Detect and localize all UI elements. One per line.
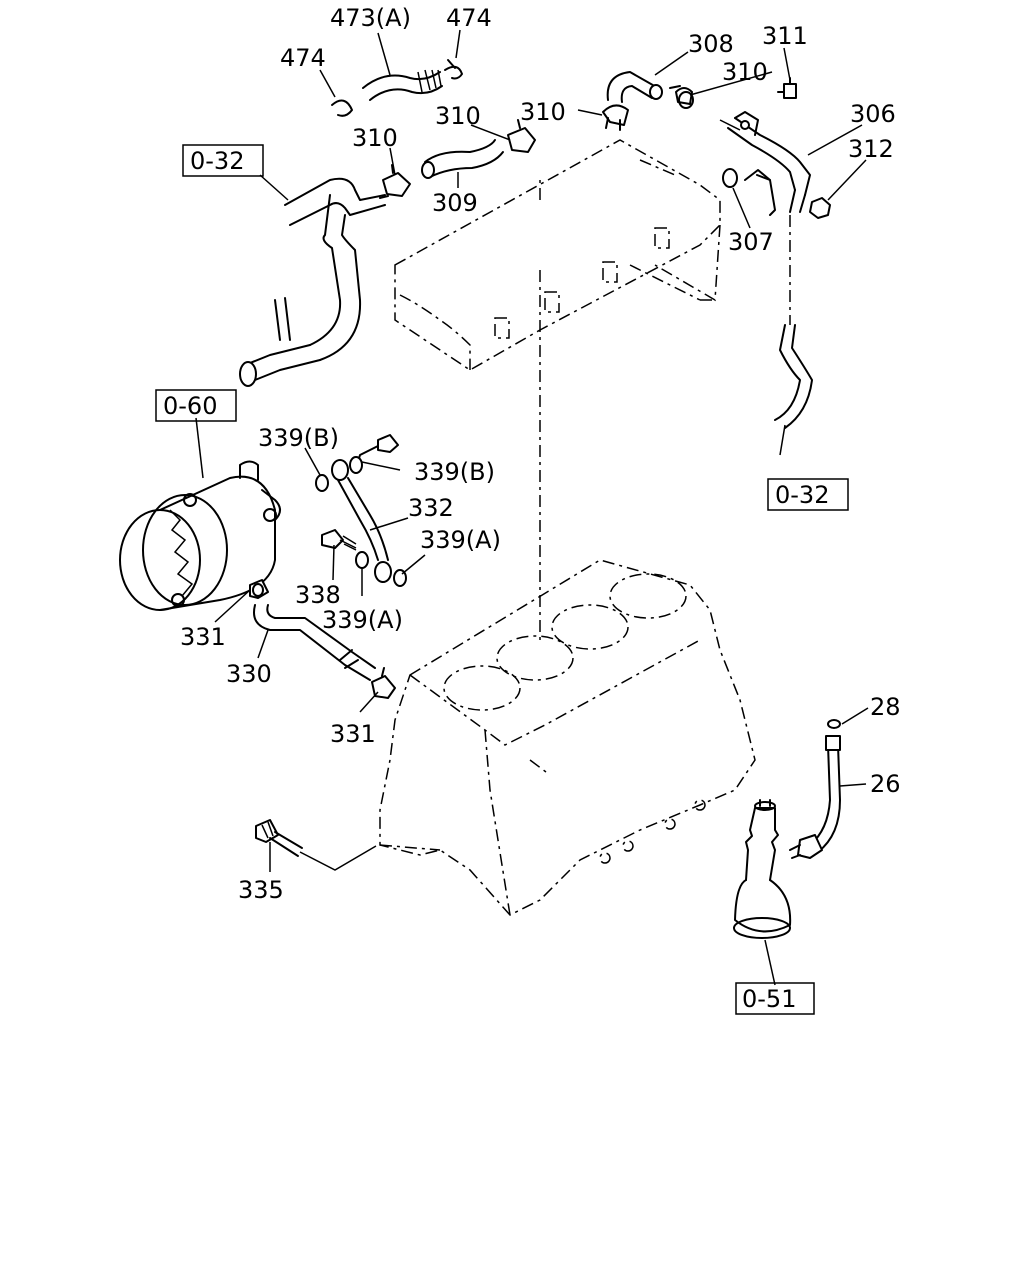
hose-473a [362,69,443,101]
callout-312: 312 [848,135,894,163]
callout-474-top: 474 [446,4,492,32]
pipe-332 [331,459,392,583]
stud-335 [255,819,303,857]
callout-26: 26 [870,770,901,798]
cylinder-block [379,559,756,916]
callout-310-a: 310 [722,58,768,86]
hose-308 [606,71,663,103]
callout-28: 28 [870,693,901,721]
clip-331-left [249,579,269,599]
o-ring-307 [722,168,738,188]
vacuum-pump-assembly [119,460,281,611]
clip-310-b [669,85,694,109]
bolt-338 [321,529,357,551]
callout-474-left: 474 [280,44,326,72]
callout-311: 311 [762,22,808,50]
callout-339b-right: 339(B) [414,458,495,486]
hose-309 [421,139,504,179]
callout-473a: 473(A) [330,4,411,32]
oil-level-pipe-26 [789,735,841,859]
callout-335: 335 [238,876,284,904]
callout-307: 307 [728,228,774,256]
svg-text:0-51: 0-51 [742,985,796,1013]
bolt-311 [777,77,797,99]
callout-310-b: 310 [520,98,566,126]
svg-text:0-60: 0-60 [163,392,217,420]
callout-339a-right: 339(A) [420,526,501,554]
cylinder-head [394,139,721,371]
ref-box-060: 0-60 [155,389,237,422]
svg-text:0-32: 0-32 [190,147,244,175]
clip-331-bottom [371,667,396,699]
ref-box-051: 0-51 [735,982,815,1015]
ref-box-032-left: 0-32 [182,144,264,177]
callout-339a-bottom: 339(A) [322,606,403,634]
callout-338: 338 [295,581,341,609]
o-ring-28 [827,719,841,729]
callout-330: 330 [226,660,272,688]
washer-339b-right [349,456,363,474]
callout-306: 306 [850,100,896,128]
ref-box-032-right: 0-32 [767,478,849,511]
callout-310-c: 310 [435,102,481,130]
water-pipe-left [239,177,389,387]
washer-339a-bottom [355,551,369,569]
clip-474-left [331,99,353,117]
callout-331-left: 331 [180,623,226,651]
callout-332: 332 [408,494,454,522]
clip-310-a [602,104,629,131]
bolt-339b [357,434,399,463]
callout-331-bottom: 331 [330,720,376,748]
water-pipe-right [774,215,813,429]
clip-310-d [382,164,411,197]
callout-308: 308 [688,30,734,58]
nut-312 [809,197,831,219]
callout-339b-top: 339(B) [258,424,339,452]
oil-filter-base [733,799,792,939]
svg-text:0-32: 0-32 [775,481,829,509]
clip-310-c [507,119,536,153]
leader-lines [195,29,869,986]
clip-474-top [444,59,463,80]
callout-309: 309 [432,189,478,217]
washer-339b-left [315,474,329,492]
hose-330 [253,604,376,681]
callout-310-d: 310 [352,124,398,152]
pipe-306 [719,111,811,216]
